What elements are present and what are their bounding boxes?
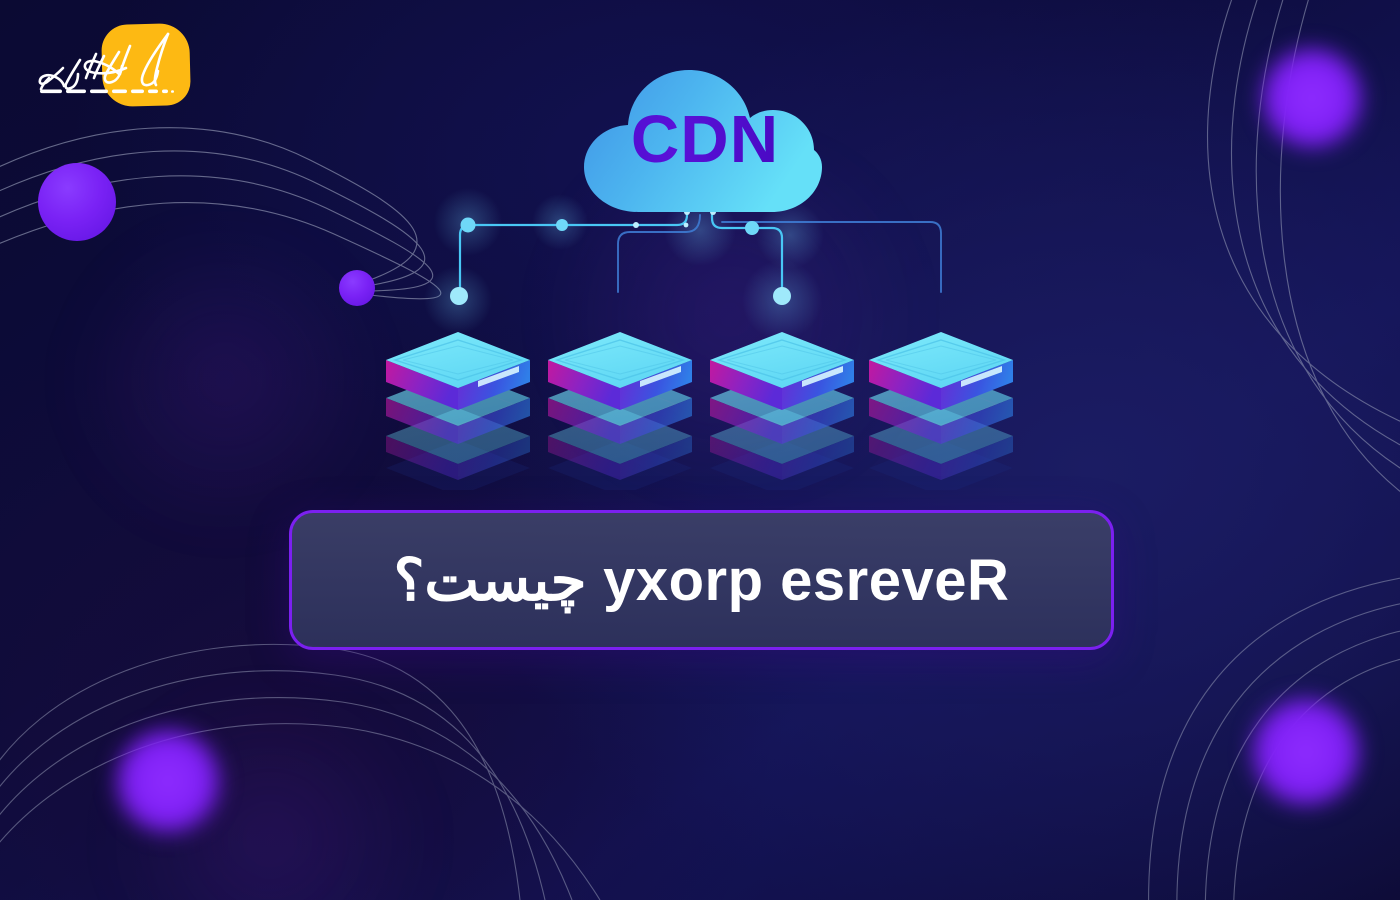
orb-top-left-small xyxy=(339,270,375,306)
orb-bottom-right xyxy=(1248,694,1364,810)
title-banner: Reverse proxy چیست؟ xyxy=(289,510,1114,650)
server-stack-4 xyxy=(866,290,1016,496)
orb-top-left-large xyxy=(38,163,116,241)
haze-top-left xyxy=(60,230,390,530)
cdn-label: CDN xyxy=(560,60,850,220)
cloud-shape xyxy=(584,70,822,212)
server-node-caps xyxy=(450,287,791,305)
logo-persian-script xyxy=(38,32,170,91)
arcs-top-right xyxy=(1207,0,1400,492)
cdn-cloud: CDN xyxy=(560,60,850,220)
logo-underline-dashes xyxy=(40,89,174,94)
server-stack-3 xyxy=(707,290,857,496)
brand-logo[interactable] xyxy=(18,16,193,116)
orb-bottom-left xyxy=(112,725,224,837)
page-title: Reverse proxy چیست؟ xyxy=(393,548,1010,613)
orb-top-right xyxy=(1258,44,1366,152)
server-stack-2 xyxy=(545,290,695,496)
server-stack-1 xyxy=(383,290,533,496)
